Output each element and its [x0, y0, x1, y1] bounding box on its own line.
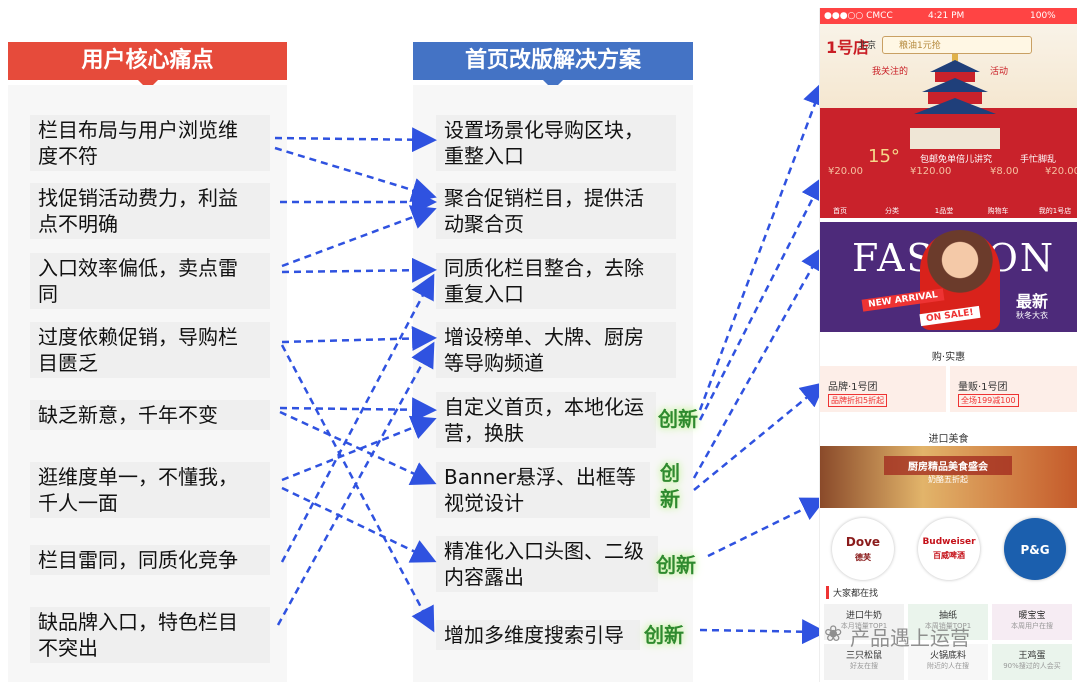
arrow-sol6-phone-cards [693, 381, 826, 491]
arrow-pain6-sol5 [281, 415, 437, 482]
innovation-badge-6-top: 创 [660, 461, 680, 485]
food-sub: 奶酪五折起 [928, 475, 968, 484]
temple-icon [910, 54, 1000, 149]
nav-cart[interactable]: 购物车 [987, 207, 1009, 215]
promo-right[interactable]: 手忙脚乱 [1020, 155, 1057, 165]
arrow-pain4-sol4 [281, 326, 437, 352]
pain-item-2: 找促销活动费力，利益点不明确 [30, 183, 270, 239]
city-selector[interactable]: 北京 [858, 41, 877, 51]
solution-item-3: 同质化栏目整合，去除重复入口 [436, 253, 676, 309]
find-item[interactable]: 进口牛奶本月销量TOP1 [824, 604, 904, 640]
nav-category[interactable]: 分类 [885, 207, 899, 215]
arrow-pain1-sol1 [274, 127, 437, 153]
solution-item-2: 聚合促销栏目，提供活动聚合页 [436, 183, 676, 239]
find-item[interactable]: 三只松鼠好友在搜 [824, 644, 904, 680]
arrow-sol8-phone-search [699, 619, 827, 645]
find-title: 大家都在找 [826, 586, 878, 599]
price-4: ¥20.00 [1045, 166, 1077, 177]
arrow-pain3-sol2 [281, 205, 437, 268]
nav-my[interactable]: 我的1号店 [1038, 207, 1072, 215]
solutions-header: 首页改版解决方案 [413, 42, 693, 90]
innovation-badge-8: 创新 [644, 623, 684, 647]
find-item[interactable]: 火锅底料附近的人在搜 [908, 644, 988, 680]
arrow-sol5-phone-nav [698, 175, 825, 421]
price-1: ¥20.00 [828, 166, 863, 177]
innovation-badge-7: 创新 [656, 553, 696, 577]
solution-item-1: 设置场景化导购区块，重整入口 [436, 115, 676, 171]
nav-home[interactable]: 首页 [833, 207, 847, 215]
card-title: 品牌·1号团 [828, 382, 878, 393]
solution-item-4: 增设榜单、大牌、厨房等导购频道 [436, 322, 676, 378]
promo-left[interactable]: 包邮免单倍儿讲究 [920, 155, 993, 165]
phone-mockup: ●●●○○ CMCC 4:21 PM 100% 1号店 北京 粮油1元抢 我关注… [819, 8, 1077, 682]
pain-item-6: 逛维度单一，不懂我，千人一面 [30, 462, 270, 518]
pain-item-1: 栏目布局与用户浏览维度不符 [30, 115, 270, 171]
find-item[interactable]: 抽纸本周销量TOP1 [908, 604, 988, 640]
solution-item-7: 精准化入口头图、二级内容露出 [436, 536, 658, 592]
card-sub: 品牌折扣5折起 [828, 394, 888, 407]
pain-points-header: 用户核心痛点 [8, 42, 287, 90]
solution-item-8: 增加多维度搜索引导 [436, 620, 640, 650]
wechat-icon: ❀ [824, 622, 843, 647]
carrier-label: ●●●○○ CMCC [824, 11, 893, 21]
arrow-pain5-sol5 [279, 397, 437, 423]
arrow-pain5-sol6 [279, 410, 437, 485]
pain-item-7: 栏目雷同，同质化竞争 [30, 545, 270, 575]
activity-link[interactable]: 活动 [990, 67, 1009, 77]
arrow-pain8-sol4 [276, 341, 435, 626]
gou-title: 购·实惠 [931, 352, 966, 363]
battery-label: 100% [1030, 11, 1056, 21]
temperature-label: 15° [868, 146, 900, 167]
pain-item-8: 缺品牌入口，特色栏目不突出 [30, 607, 270, 663]
fashion-banner[interactable]: FASHION NEW ARRIVAL ON SALE! 最新 秋冬大衣 [820, 222, 1077, 332]
banner-small: 秋冬大衣 [1016, 311, 1048, 320]
clock-label: 4:21 PM [928, 11, 965, 21]
card-sub: 全场199减100 [958, 394, 1019, 407]
pain-item-4: 过度依赖促销，导购栏目匮乏 [30, 322, 270, 378]
hero-area[interactable]: 1号店 北京 粮油1元抢 我关注的 活动 15° 包邮免单倍儿讲究 手忙脚乱 [820, 24, 1077, 167]
nav-pintang[interactable]: 1品堂 [934, 207, 954, 215]
card-title: 量贩·1号团 [958, 382, 1008, 393]
arrow-pain7-sol3 [280, 273, 435, 563]
food-title: 厨房精品美食盛会 [884, 456, 1012, 475]
pain-item-5: 缺乏新意，千年不变 [30, 400, 270, 430]
arrow-sol5-phone-hero [698, 80, 827, 411]
card-bulk-group[interactable]: 量贩·1号团 全场199减100 [950, 366, 1077, 412]
search-input[interactable]: 粮油1元抢 [882, 36, 1032, 54]
banner-big: 最新 [1016, 292, 1049, 311]
arrow-sol7-phone-food [707, 497, 827, 558]
arrow-pain3-sol3 [281, 257, 437, 283]
food-section-title: 进口美食 [928, 434, 969, 445]
card-brand-group[interactable]: 品牌·1号团 品牌折扣5折起 [820, 366, 946, 412]
price-2: ¥120.00 [910, 166, 952, 177]
watermark-text: 产品遇上运营 [850, 626, 970, 650]
find-item[interactable]: 暖宝宝本周用户在搜 [992, 604, 1072, 640]
arrow-pain1-sol2 [274, 146, 437, 203]
solution-item-5: 自定义首页，本地化运营，换肤 [436, 392, 656, 448]
arrow-pain4-sol8 [280, 344, 435, 633]
pain-item-3: 入口效率偏低，卖点雷同 [30, 253, 270, 309]
solution-item-6: Banner悬浮、出框等视觉设计 [436, 462, 650, 518]
status-bar: ●●●○○ CMCC 4:21 PM 100% [820, 8, 1077, 24]
innovation-badge-5: 创新 [658, 407, 698, 431]
app-logo: 1号店 [826, 38, 870, 57]
follow-link[interactable]: 我关注的 [872, 67, 909, 77]
arrow-pain6-sol7 [281, 486, 437, 563]
nav-strip: ¥20.00 ¥120.00 ¥8.00 ¥20.00 首页 分类 1品堂 购物… [820, 164, 1077, 218]
price-3: ¥8.00 [990, 166, 1019, 177]
food-banner[interactable]: 厨房精品美食盛会 奶酪五折起 [820, 446, 1077, 508]
arrow-sol6-phone-banner [692, 245, 825, 479]
innovation-badge-6-bottom: 新 [660, 487, 680, 511]
brand-pg[interactable]: P&G [1004, 518, 1066, 580]
